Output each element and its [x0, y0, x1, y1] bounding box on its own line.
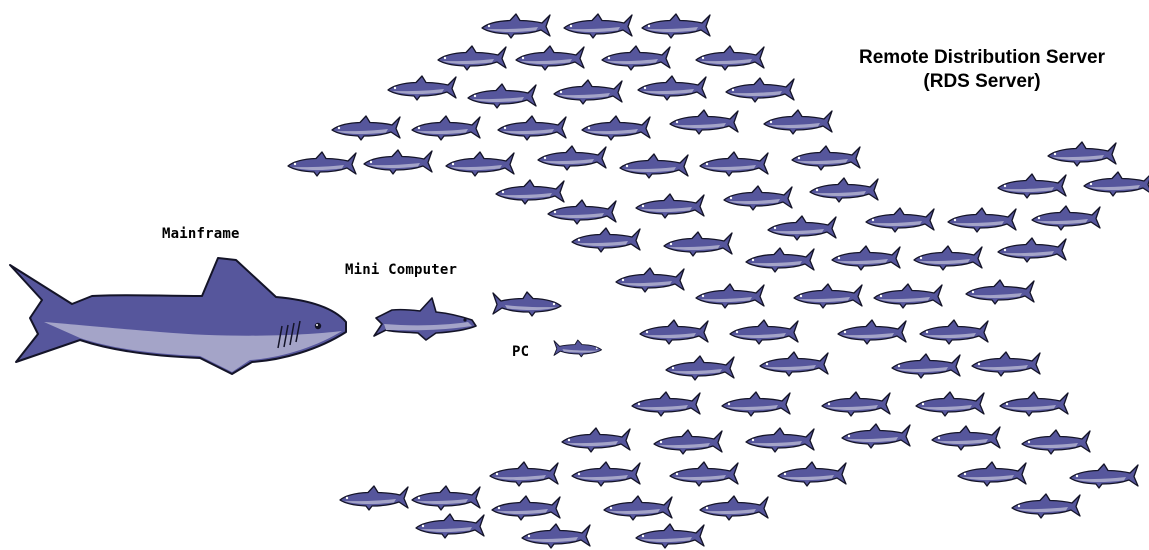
rds-server-shark-icon: [663, 231, 733, 257]
rds-server-shark-icon: [891, 353, 961, 379]
rds-server-label-line2: (RDS Server): [923, 71, 1041, 92]
rds-server-shark-icon: [601, 45, 671, 71]
rds-server-shark-icon: [725, 77, 795, 103]
rds-server-shark-icon: [495, 179, 565, 205]
rds-server-shark-icon: [553, 79, 623, 105]
rds-server-shark-icon: [415, 513, 485, 539]
rds-server-shark-icon: [793, 283, 863, 309]
rds-server-shark-icon: [635, 193, 705, 219]
pc-label: PC: [512, 344, 530, 360]
rds-server-shark-icon: [331, 115, 401, 141]
rds-server-shark-icon: [497, 115, 567, 141]
rds-server-shark-icon: [363, 149, 433, 175]
mini-computer-shark-icon: [373, 297, 477, 341]
rds-server-shark-icon: [919, 319, 989, 345]
rds-server-shark-icon: [537, 145, 607, 171]
rds-server-shark-icon: [957, 461, 1027, 487]
rds-server-shark-icon: [947, 207, 1017, 233]
rds-server-shark-icon: [1069, 463, 1139, 489]
rds-server-shark-icon: [721, 391, 791, 417]
rds-server-shark-icon: [723, 185, 793, 211]
rds-server-shark-icon: [865, 207, 935, 233]
rds-server-label: Remote Distribution Server (RDS Server): [826, 46, 1138, 94]
rds-server-shark-icon: [631, 391, 701, 417]
rds-server-shark-icon: [411, 485, 481, 511]
rds-server-shark-icon: [915, 391, 985, 417]
rds-server-shark-icon: [669, 109, 739, 135]
rds-server-shark-icon: [729, 319, 799, 345]
rds-server-shark-icon: [571, 461, 641, 487]
rds-server-shark-icon: [759, 351, 829, 377]
rds-server-shark-icon: [821, 391, 891, 417]
rds-server-shark-icon: [515, 45, 585, 71]
rds-server-shark-icon: [563, 13, 633, 39]
rds-server-shark-icon: [665, 355, 735, 381]
mainframe-label: Mainframe: [162, 226, 240, 242]
rds-server-shark-icon: [1047, 141, 1117, 167]
rds-server-shark-icon: [619, 153, 689, 179]
rds-server-shark-icon: [1011, 493, 1081, 519]
rds-server-shark-icon: [639, 319, 709, 345]
rds-server-shark-icon: [699, 495, 769, 521]
rds-server-shark-icon: [1021, 429, 1091, 455]
rds-server-shark-icon: [339, 485, 409, 511]
rds-server-shark-icon: [387, 75, 457, 101]
rds-server-shark-icon: [695, 283, 765, 309]
rds-server-shark-icon: [1083, 171, 1149, 197]
rds-server-label-line1: Remote Distribution Server: [859, 47, 1105, 68]
rds-server-shark-icon: [491, 495, 561, 521]
mainframe-shark-icon: [9, 257, 347, 375]
rds-server-shark-icon: [745, 247, 815, 273]
rds-server-shark-icon: [913, 245, 983, 271]
rds-server-shark-icon: [763, 109, 833, 135]
rds-server-shark-icon: [837, 319, 907, 345]
rds-server-shark-icon: [997, 237, 1067, 263]
pc-shark-icon: [553, 339, 603, 358]
rds-server-shark-icon: [641, 13, 711, 39]
rds-server-shark-icon: [571, 227, 641, 253]
rds-server-shark-icon: [561, 427, 631, 453]
rds-server-shark-icon: [653, 429, 723, 455]
mini-computer-label: Mini Computer: [345, 262, 458, 278]
rds-server-shark-icon: [831, 245, 901, 271]
rds-server-shark-icon: [777, 461, 847, 487]
rds-server-shark-icon: [437, 45, 507, 71]
rds-server-shark-icon: [411, 115, 481, 141]
rds-server-shark-icon: [745, 427, 815, 453]
rds-server-shark-icon: [791, 145, 861, 171]
rds-server-shark-icon: [999, 391, 1069, 417]
rds-server-shark-icon: [481, 13, 551, 39]
rds-server-shark-icon: [521, 523, 591, 549]
rds-server-shark-icon: [669, 461, 739, 487]
rds-server-shark-icon: [841, 423, 911, 449]
rds-server-shark-icon: [971, 351, 1041, 377]
rds-server-shark-icon: [809, 177, 879, 203]
mini-computer-small-shark-icon: [492, 291, 562, 317]
rds-server-shark-icon: [931, 425, 1001, 451]
rds-server-shark-icon: [767, 215, 837, 241]
rds-server-shark-school: [287, 13, 1149, 549]
rds-server-shark-icon: [445, 151, 515, 177]
rds-server-shark-icon: [965, 279, 1035, 305]
rds-server-shark-icon: [637, 75, 707, 101]
rds-server-shark-icon: [873, 283, 943, 309]
rds-server-shark-icon: [603, 495, 673, 521]
rds-server-shark-icon: [1031, 205, 1101, 231]
rds-server-shark-icon: [547, 199, 617, 225]
rds-server-shark-icon: [615, 267, 685, 293]
rds-server-shark-icon: [467, 83, 537, 109]
rds-server-shark-icon: [997, 173, 1067, 199]
rds-server-shark-icon: [695, 45, 765, 71]
rds-server-shark-icon: [635, 523, 705, 549]
rds-server-shark-icon: [287, 151, 357, 177]
rds-server-shark-icon: [699, 151, 769, 177]
rds-server-shark-icon: [581, 115, 651, 141]
rds-server-shark-icon: [489, 461, 559, 487]
